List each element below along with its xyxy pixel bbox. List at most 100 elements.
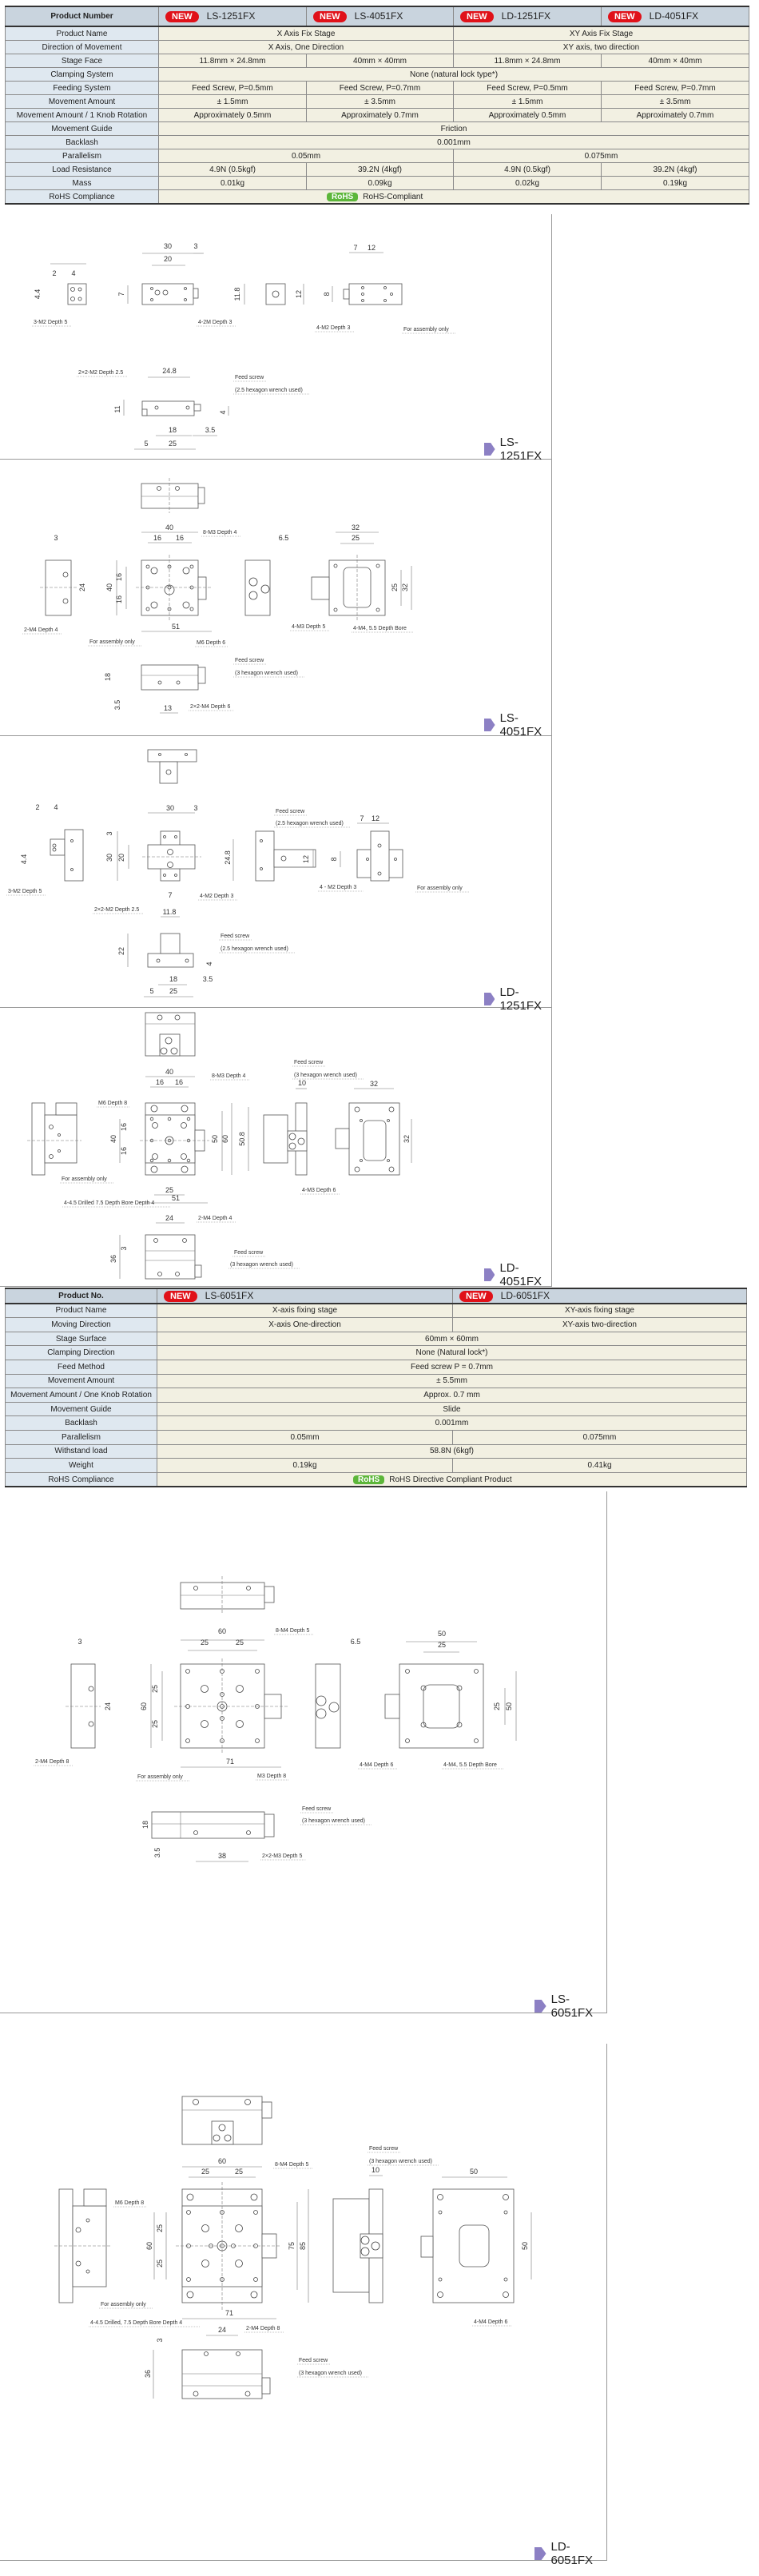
row-value-cell: 39.2N (4kgf) [601, 162, 749, 177]
view-outline [193, 288, 199, 299]
callout: M6 Depth 8 [97, 1101, 130, 1108]
callout-label: 2-M4 Depth 8 [35, 1759, 70, 1765]
dimension-label: 40 [165, 1068, 173, 1076]
mounting-hole [260, 867, 263, 870]
callout: Feed screw [292, 1060, 326, 1067]
row-label: Backlash [5, 1415, 157, 1431]
callout-label: 8-M4 Depth 5 [275, 2162, 309, 2168]
mounting-hole [167, 1158, 172, 1163]
mounting-hole [390, 293, 393, 296]
mounting-hole [456, 1685, 463, 1691]
row-value: None (natural lock type*) [409, 70, 499, 79]
dimension-label: 25 [151, 1685, 159, 1693]
row-value: XY-axis fixing stage [565, 1306, 634, 1316]
mounting-hole [377, 871, 382, 876]
dimension-label: 25 [169, 987, 177, 995]
row-value: XY axis, two direction [562, 42, 640, 52]
row-value: X-axis fixing stage [272, 1306, 338, 1316]
mounting-hole [150, 1105, 158, 1113]
mounting-hole [388, 1106, 395, 1113]
row-value-cell: 0.02kg [453, 176, 602, 190]
dimension-label: 85 [299, 2242, 307, 2250]
view-outline [147, 749, 197, 762]
view-outline [264, 1586, 275, 1603]
dimension-label: 16 [153, 534, 161, 542]
mounting-hole [437, 2291, 443, 2298]
callout: Feed screw [297, 2358, 331, 2365]
mounting-hole [58, 1133, 61, 1137]
row-value-cell: XY-axis fixing stage [452, 1303, 747, 1319]
mounting-hole [70, 287, 75, 292]
row-label: Load Resistance [5, 162, 159, 177]
mounting-hole [387, 1159, 390, 1162]
dimension-label: 75 [288, 2242, 296, 2250]
dimension-label: 40 [105, 583, 113, 591]
callout: 2×2-M2 Depth 2.5 [93, 907, 144, 914]
mounting-hole [220, 2277, 225, 2282]
mounting-hole [376, 607, 380, 612]
mounting-hole [75, 2227, 81, 2233]
mounting-hole [163, 835, 166, 838]
row-label: Moving Direction [5, 1317, 157, 1332]
dimension-label: 50 [470, 2168, 478, 2176]
row-value-cell: X Axis Fix Stage [158, 26, 454, 41]
dimension-label: 4 [205, 962, 213, 966]
callout: For assembly only [99, 2302, 153, 2309]
callout-label: 8-M3 Depth 4 [203, 530, 237, 536]
row-value-cell: Slide [157, 1401, 747, 1417]
view-outline [45, 559, 72, 616]
row-value-cell: ± 1.5mm [453, 94, 602, 109]
row-value: Friction [440, 124, 467, 133]
view-outline [160, 933, 181, 954]
row-value: None (Natural lock*) [415, 1348, 488, 1358]
row-label: Movement Guide [5, 1401, 157, 1417]
callout: 2-M4 Depth 8 [34, 1759, 74, 1766]
view-outline [273, 849, 316, 868]
product-number: LS-4051FX [354, 10, 403, 22]
view-outline [141, 408, 148, 416]
row-value-cell: 11.8mm × 24.8mm [158, 54, 307, 68]
view-outline [343, 567, 372, 608]
callout: Feed screw [219, 934, 252, 941]
mounting-hole [250, 2193, 258, 2201]
mounting-hole [438, 2277, 443, 2282]
row-value-cell: ± 3.5mm [306, 94, 454, 109]
callout-label: Feed screw [369, 2146, 399, 2152]
dimension-label: 24.8 [162, 367, 177, 375]
row-value: Feed Screw, P=0.7mm [634, 83, 716, 93]
model-label: LD-1251FX [484, 985, 551, 1013]
dimension-label: 7 [360, 814, 364, 822]
mounting-hole [383, 299, 387, 302]
row-value-cell: Approximately 0.7mm [306, 108, 454, 122]
mounting-hole [145, 564, 150, 569]
callout-label: 4-4.5 Drilled, 7.5 Depth Bore Depth 4 [90, 2320, 182, 2326]
dimension-label: 16 [120, 1123, 128, 1131]
callout: 4-M4, 5.5 Depth Bore [352, 626, 414, 633]
mounting-hole [328, 1702, 340, 1713]
mounting-hole [52, 847, 57, 852]
row-value-cell: X-axis One-direction [157, 1317, 453, 1332]
mounting-hole [405, 1738, 410, 1743]
dimension-label: 16 [176, 534, 184, 542]
view-outline [159, 1033, 181, 1057]
view-outline [370, 830, 390, 882]
callout: Feed screw [233, 658, 267, 665]
header-label: Product Number [50, 12, 113, 21]
callout-label: For assembly only [62, 1177, 107, 1182]
dimension-label: 30 [164, 242, 172, 250]
row-value: X Axis Fix Stage [276, 29, 336, 38]
row-value-cell: X Axis, One Direction [158, 40, 454, 54]
mounting-hole [235, 2224, 243, 2232]
view-outline [420, 2236, 434, 2258]
view-outline [141, 664, 199, 691]
mounting-hole [246, 1830, 251, 1835]
mounting-hole [186, 2210, 191, 2215]
row-value: ± 1.5mm [511, 97, 543, 106]
